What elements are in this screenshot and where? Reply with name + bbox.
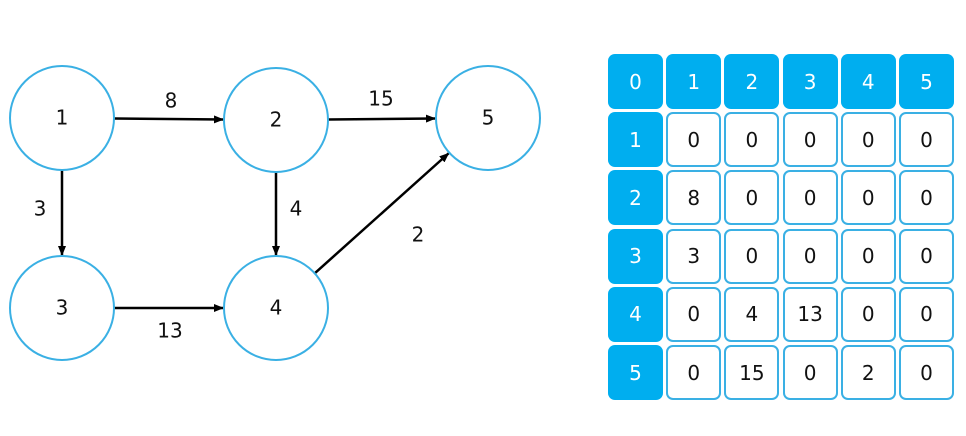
matrix-cell: 0 (899, 170, 954, 226)
matrix-cell: 15 (724, 345, 780, 400)
matrix-row-header: 5 (608, 345, 663, 400)
matrix-row-header: 1 (608, 112, 663, 168)
node-label: 1 (56, 106, 69, 130)
matrix-cell: 0 (782, 112, 838, 168)
edge-weight-label: 15 (368, 87, 393, 111)
graph-node-2 (223, 67, 329, 173)
matrix-cell: 0 (840, 286, 896, 342)
graph-node-5 (435, 65, 541, 171)
edge-weight-label: 8 (165, 89, 178, 113)
matrix-cell: 0 (666, 112, 722, 168)
matrix-col-header: 5 (899, 54, 954, 109)
matrix-cell: 0 (724, 170, 780, 226)
matrix-col-header: 1 (666, 54, 722, 109)
matrix-col-header: 2 (724, 54, 780, 109)
node-label: 2 (270, 108, 283, 132)
matrix-cell: 0 (840, 112, 896, 168)
matrix-row-header: 2 (608, 170, 663, 226)
matrix-cell: 0 (899, 345, 954, 400)
graph-node-4 (223, 255, 329, 361)
matrix-row-header: 4 (608, 286, 663, 342)
matrix-cell: 3 (666, 228, 722, 284)
matrix-cell: 0 (782, 228, 838, 284)
edge-1-2 (113, 115, 225, 124)
matrix-cell: 13 (782, 286, 838, 342)
matrix-cell: 4 (724, 286, 780, 342)
matrix-col-header: 3 (782, 54, 838, 109)
edge-weight-label: 13 (157, 319, 182, 343)
edge-2-5 (327, 114, 437, 123)
matrix-cell: 0 (724, 112, 780, 168)
matrix-corner-cell: 0 (608, 54, 663, 109)
edge-weight-label: 4 (290, 197, 303, 221)
graph-node-1 (9, 65, 115, 171)
graph-diagram: 8 15 3 4 13 2 1 2 3 4 5 (9, 65, 541, 361)
matrix-col-header: 4 (840, 54, 896, 109)
edge-4-5 (313, 152, 450, 275)
matrix-cell: 0 (782, 345, 838, 400)
node-label: 5 (482, 106, 495, 130)
matrix-row-header: 3 (608, 228, 663, 284)
node-label: 3 (56, 296, 69, 320)
matrix-cell: 0 (724, 228, 780, 284)
matrix-cell: 0 (666, 286, 722, 342)
edge-weight-label: 3 (34, 197, 47, 221)
edge-weight-label: 2 (412, 223, 425, 247)
graph-node-3 (9, 255, 115, 361)
matrix-cell: 0 (782, 170, 838, 226)
matrix-cell: 0 (840, 170, 896, 226)
matrix-cell: 0 (666, 345, 722, 400)
matrix-cell: 0 (840, 228, 896, 284)
matrix-cell: 2 (840, 345, 896, 400)
matrix-cell: 0 (899, 228, 954, 284)
matrix-cell: 8 (666, 170, 722, 226)
matrix-cell: 0 (899, 112, 954, 168)
matrix-cell: 0 (899, 286, 954, 342)
node-label: 4 (270, 296, 283, 320)
